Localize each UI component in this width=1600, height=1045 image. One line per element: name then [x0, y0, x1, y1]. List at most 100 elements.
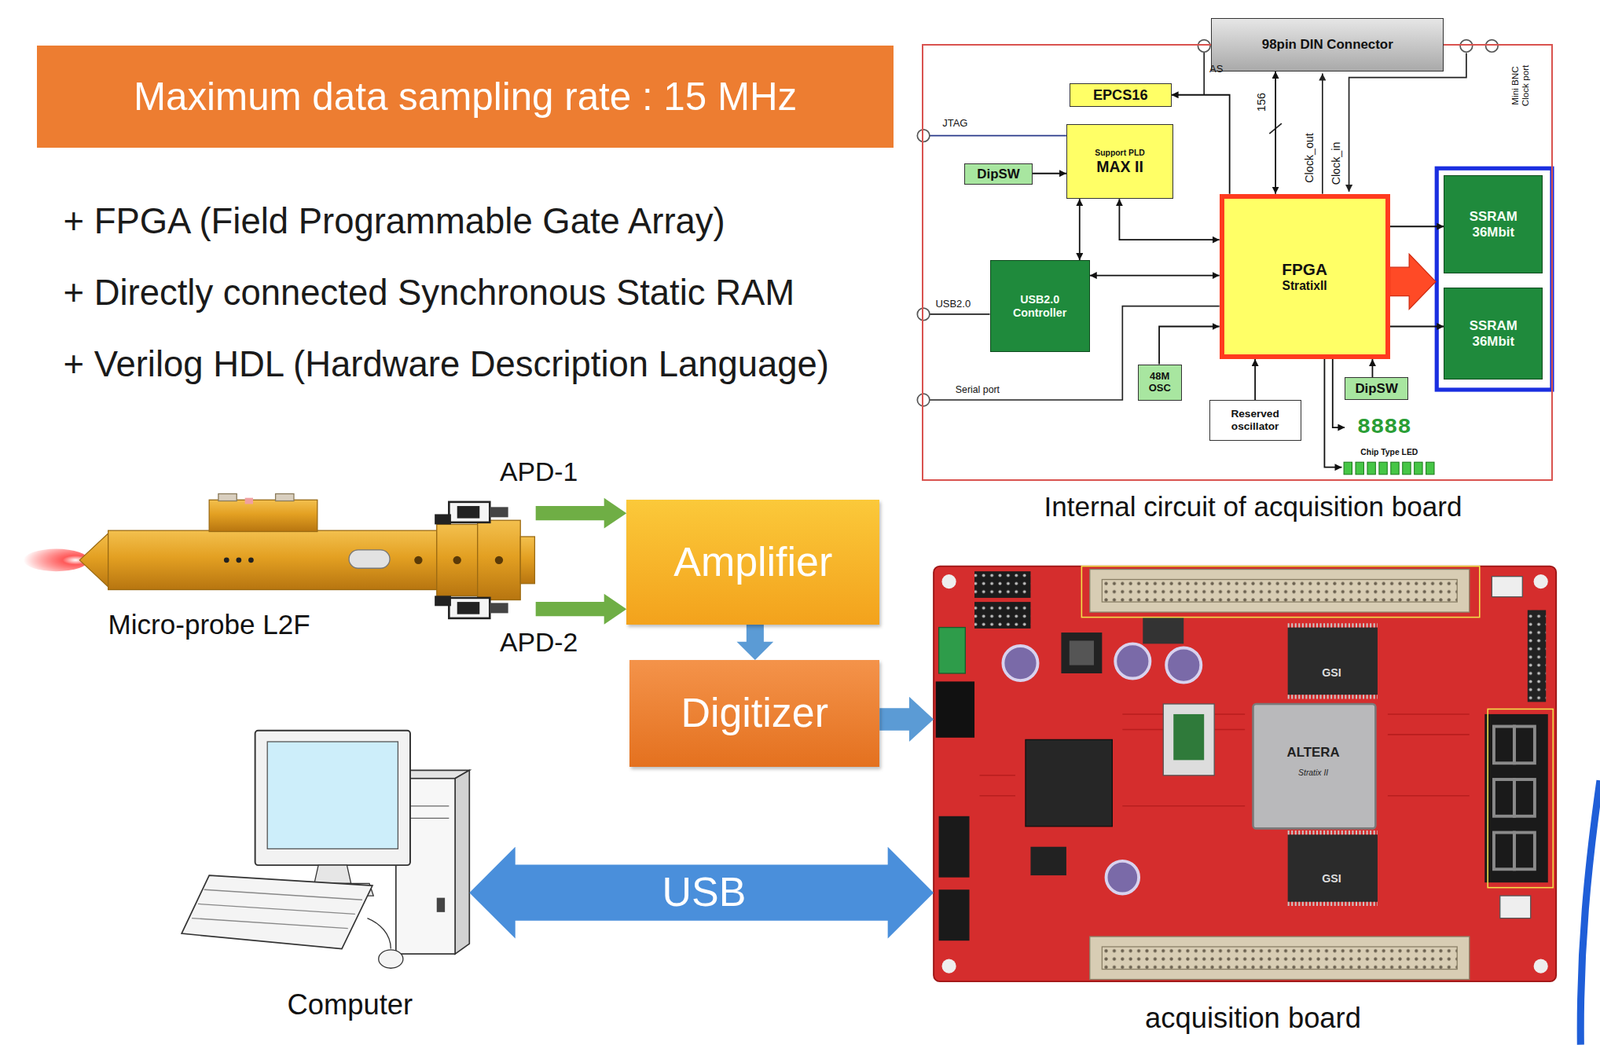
- mount-hole: [1533, 574, 1549, 589]
- block-arrow: [879, 697, 934, 742]
- apd-connector: [457, 506, 481, 519]
- banner-box: Maximum data sampling rate : 15 MHz: [36, 45, 895, 148]
- mount-hole: [1533, 959, 1549, 974]
- probe-knob: [275, 493, 294, 501]
- signal-line: [1390, 225, 1445, 228]
- probe-screw: [235, 557, 242, 563]
- capacitor: [1002, 645, 1038, 681]
- switch: [1069, 640, 1094, 665]
- scaled-drawing: [23, 40, 1600, 1045]
- part-label: GSI: [1321, 873, 1342, 886]
- node-text: 98pin DIN Connector: [1213, 36, 1442, 52]
- switch: [1060, 632, 1102, 674]
- power-module: [1173, 714, 1204, 760]
- port-circle: [917, 129, 930, 143]
- din-connector: [1089, 569, 1470, 613]
- signal-line: [1324, 359, 1342, 468]
- mount-hole: [941, 959, 956, 974]
- chip-pins: [1288, 623, 1378, 628]
- page-curve: [1580, 780, 1600, 1045]
- sram-chip: [1288, 627, 1378, 696]
- node-text: 48M OSC: [1139, 370, 1181, 395]
- signal-line: [1254, 359, 1256, 400]
- din-connector: [1089, 936, 1470, 980]
- regulator: [1142, 617, 1184, 645]
- block-arrow: [736, 624, 774, 661]
- led: [1414, 462, 1423, 475]
- probe-knob: [218, 493, 237, 501]
- led: [1355, 462, 1364, 475]
- apd-connector: [457, 601, 481, 615]
- port-circle: [1197, 40, 1211, 53]
- caption-text: Computer: [287, 988, 414, 1022]
- caption-text: acquisition board: [1144, 1001, 1362, 1035]
- bullet-text: + FPGA (Field Programmable Gate Array): [63, 201, 726, 242]
- oscillator-box: Reserved oscillator: [1209, 400, 1302, 441]
- segment: [1493, 726, 1515, 764]
- tower-side: [455, 770, 470, 955]
- probe-screw: [495, 556, 503, 565]
- usb-controller-box: USB2.0 Controller: [990, 260, 1090, 353]
- node-text: Digitizer: [634, 689, 875, 738]
- signal-line: [1171, 95, 1230, 195]
- terminal-block: [939, 627, 966, 674]
- probe-end: [520, 536, 535, 584]
- edge-label: 156: [1255, 92, 1269, 112]
- node-text: FPGA: [1225, 260, 1384, 279]
- ssram-group-box: [1436, 168, 1553, 390]
- node-text: EPCS16: [1071, 87, 1171, 104]
- seven-segment: [1484, 714, 1549, 883]
- probe-ring: [436, 524, 478, 596]
- caption-text: Internal circuit of acquisition board: [1044, 491, 1463, 523]
- capacitor: [1115, 643, 1150, 679]
- fpga-box: FPGAStratixII: [1219, 194, 1391, 360]
- block-arrow: [535, 594, 628, 625]
- segment: [1514, 833, 1535, 870]
- amplifier-box: Amplifier: [626, 499, 880, 624]
- signal-line: [1332, 359, 1346, 428]
- port-circle: [1486, 40, 1499, 53]
- segment: [1493, 779, 1515, 817]
- dip-switch: [1491, 576, 1523, 598]
- node-text: SSRAM 36Mbit: [1446, 209, 1540, 240]
- din-pins: [1101, 946, 1457, 970]
- digitizer-box: Digitizer: [629, 660, 880, 767]
- part-label: JTAG: [942, 117, 968, 129]
- segment: [1514, 779, 1535, 817]
- power-button: [436, 898, 445, 913]
- pin-header: [1527, 609, 1546, 702]
- jtag-wire: [929, 135, 1067, 137]
- part-label: Stratix II: [1298, 769, 1329, 778]
- switch-box: DipSW: [1344, 377, 1409, 400]
- probe-ring: [477, 520, 522, 600]
- led: [1379, 462, 1388, 475]
- part-label: AS: [1209, 63, 1223, 75]
- monitor-neck: [314, 865, 352, 884]
- as-wire: [1203, 51, 1205, 96]
- signal-line: [1390, 326, 1445, 328]
- probe-figure: Micro-probe L2F: [25, 498, 536, 618]
- node-text: DipSW: [1346, 381, 1407, 397]
- probe-screw: [223, 557, 230, 563]
- oscillator-box: 48M OSC: [1137, 364, 1182, 402]
- node-text: SSRAM 36Mbit: [1446, 318, 1540, 349]
- signal-line: [1078, 198, 1081, 261]
- part-label: Serial port: [955, 385, 1000, 397]
- block-arrow: [469, 847, 934, 940]
- node-text: StratixII: [1225, 278, 1384, 294]
- computer-icon: Computer: [183, 704, 470, 980]
- block-arrow: [535, 498, 628, 529]
- mount-hole: [941, 574, 956, 589]
- probe-slot: [348, 550, 390, 569]
- edge-label: APD-1: [499, 458, 578, 488]
- flash-box: EPCS16: [1069, 83, 1172, 107]
- bullet-text: + Directly connected Synchronous Static …: [63, 273, 796, 313]
- led: [1343, 462, 1352, 475]
- pin-header: [1527, 609, 1546, 702]
- node-text: Support PLD: [1068, 148, 1171, 158]
- led: [1426, 462, 1435, 475]
- pin-header: [974, 601, 1031, 629]
- signal-line: [1159, 326, 1220, 365]
- memory-arrow: [1390, 253, 1436, 309]
